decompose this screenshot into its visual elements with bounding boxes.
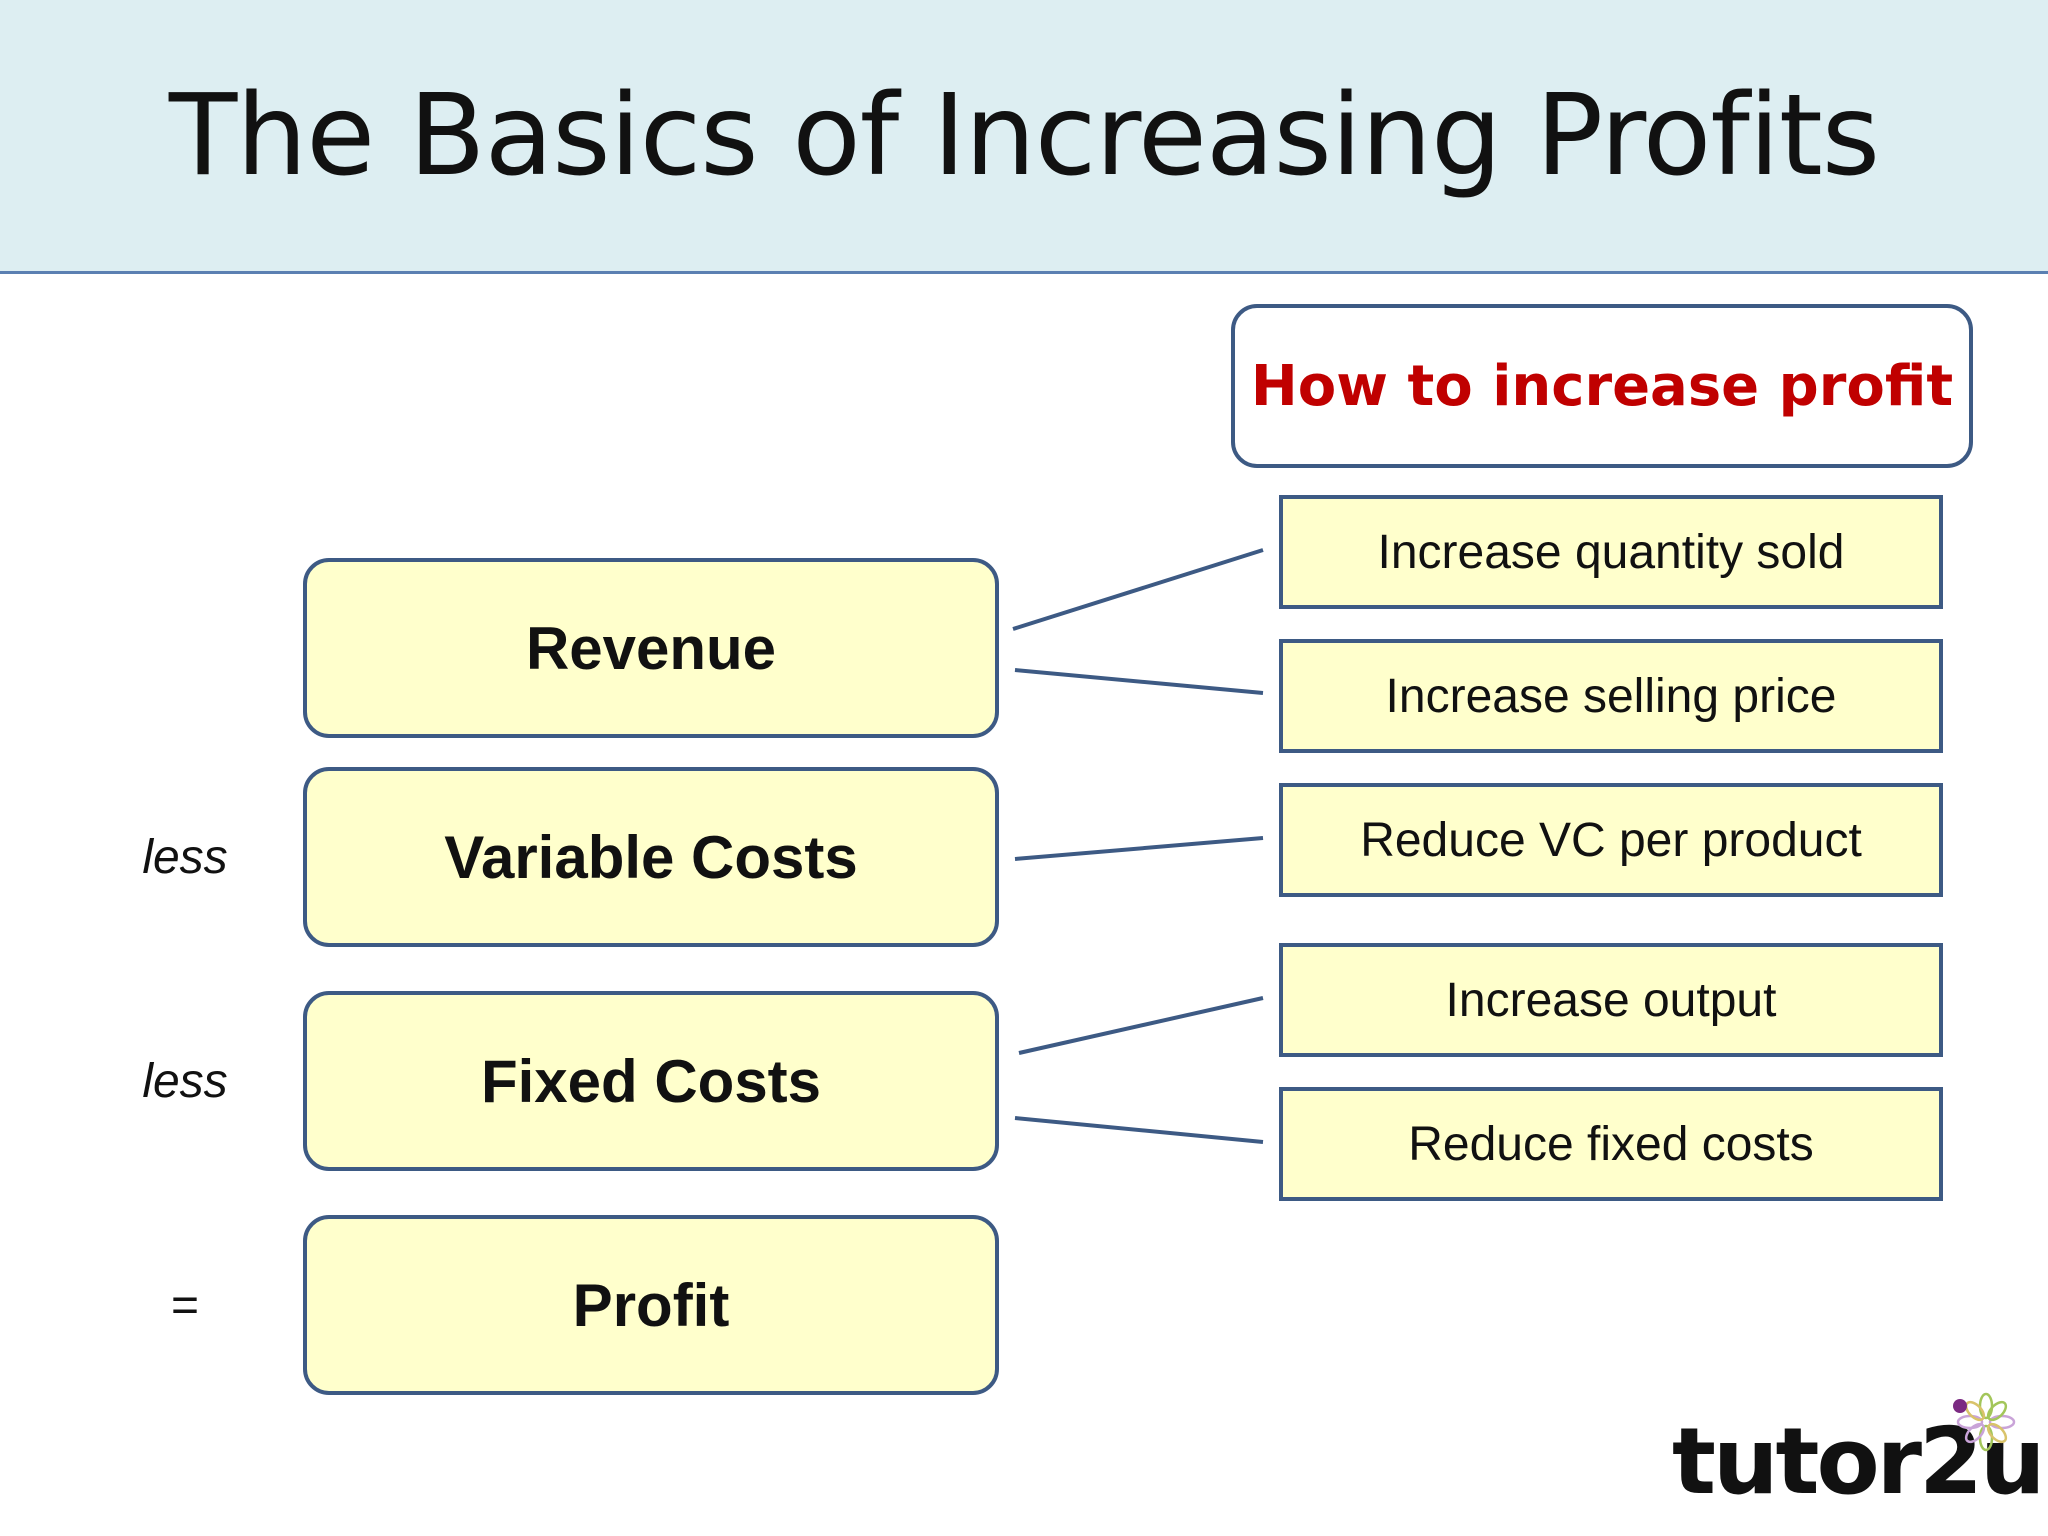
connector-revenue-quantity: [1012, 548, 1264, 631]
action-increase-quantity-sold: Increase quantity sold: [1279, 495, 1943, 609]
flower-logo-icon: [1953, 1392, 2016, 1452]
equals-label-profit: =: [170, 1279, 200, 1332]
connector-revenue-price: [1014, 668, 1264, 695]
action-reduce-vc-per-product: Reduce VC per product: [1279, 783, 1943, 897]
how-to-increase-profit-header: How to increase profit: [1231, 304, 1973, 468]
page-title: The Basics of Increasing Profits: [168, 70, 1880, 201]
revenue-box: Revenue: [303, 558, 999, 738]
fixed-costs-box: Fixed Costs: [303, 991, 999, 1171]
action-increase-selling-price: Increase selling price: [1279, 639, 1943, 753]
connector-fixed-output: [1018, 996, 1264, 1055]
variable-costs-box: Variable Costs: [303, 767, 999, 947]
title-band: [0, 0, 2048, 274]
connector-variable-vc: [1014, 836, 1264, 861]
action-increase-output: Increase output: [1279, 943, 1943, 1057]
less-label-variable: less: [142, 831, 228, 884]
connector-fixed-reduce: [1014, 1116, 1264, 1144]
action-reduce-fixed-costs: Reduce fixed costs: [1279, 1087, 1943, 1201]
less-label-fixed: less: [142, 1055, 228, 1108]
profit-box: Profit: [303, 1215, 999, 1395]
